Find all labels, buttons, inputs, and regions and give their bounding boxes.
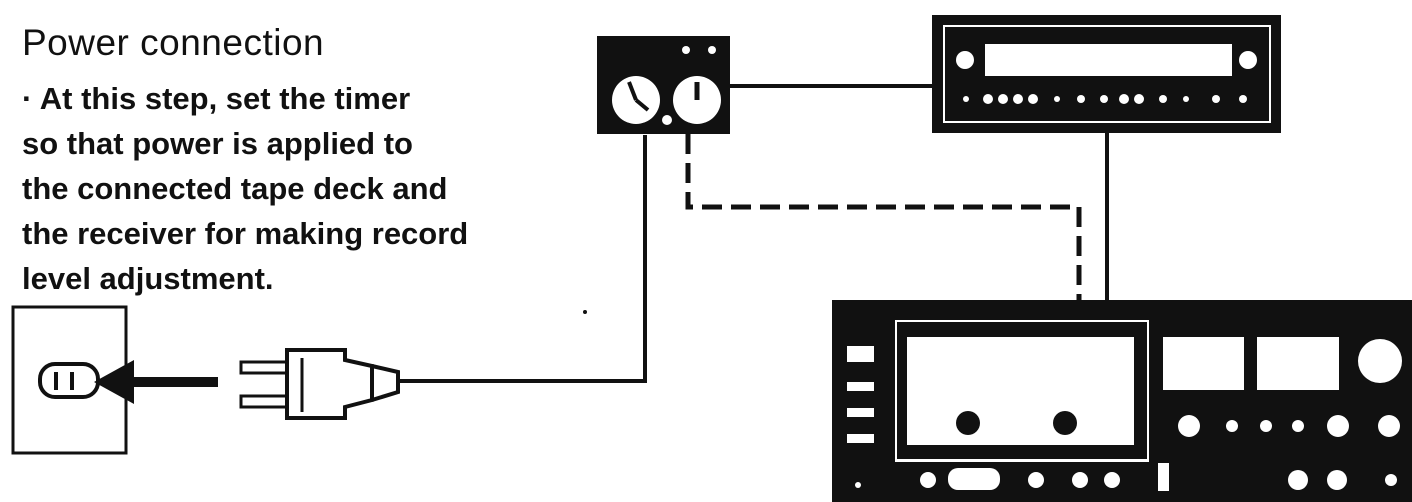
instruction-line: · At this step, set the timer: [22, 81, 411, 116]
plug-icon: [239, 348, 400, 420]
timer-deck-dashed-cord: [685, 134, 1082, 300]
power-cord: [398, 135, 647, 383]
instruction-line: level adjustment.: [22, 261, 274, 296]
print-speck: [583, 310, 587, 314]
outlet-icon: [11, 305, 128, 455]
cassette-deck-icon: [832, 300, 1412, 502]
instruction-line: the connected tape deck and: [22, 171, 448, 206]
section-title: Power connection: [22, 22, 325, 63]
insert-arrow-icon: [94, 360, 218, 404]
instruction-line: the receiver for making record: [22, 216, 469, 251]
instruction-text: · At this step, set the timer so that po…: [22, 76, 622, 301]
instruction-line: so that power is applied to: [22, 126, 413, 161]
dual-clock-timer-icon: [597, 36, 730, 134]
receiver-icon: [932, 15, 1281, 133]
